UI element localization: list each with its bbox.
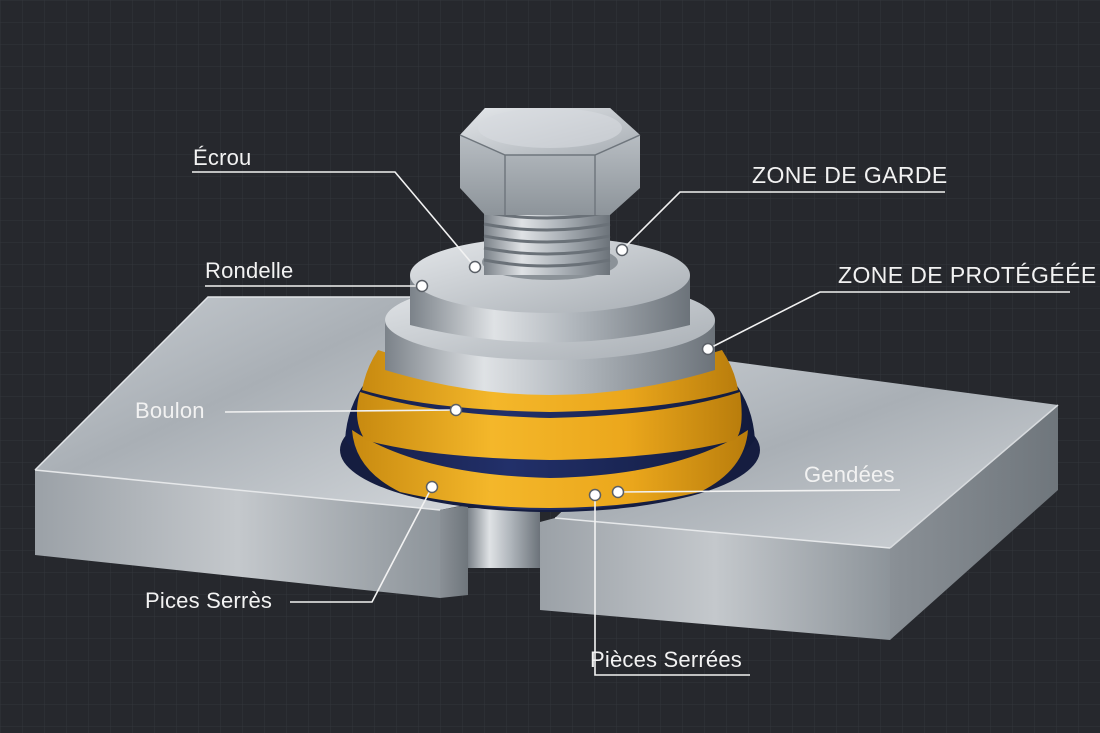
dot-rondelle [415, 279, 429, 293]
threaded-shank [483, 205, 611, 275]
dot-gendees [611, 485, 625, 499]
label-pices-serres: Pices Serrès [145, 588, 273, 613]
leader-lines [192, 171, 1070, 676]
dot-zone-garde [615, 243, 629, 257]
bolt-shank [468, 508, 540, 568]
leader-boulon [224, 409, 457, 413]
label-pieces-serrees: Pièces Serrées [590, 647, 742, 672]
label-zone-de-garde: ZONE DE GARDE [752, 162, 948, 188]
dot-ecrou [468, 260, 482, 274]
label-boulon: Boulon [135, 398, 205, 423]
label-gendees: Gendées [804, 462, 895, 487]
dot-zone-protegee [701, 342, 715, 356]
washer-stack [385, 237, 715, 395]
dot-pieces-serrees [588, 488, 602, 502]
dot-boulon [449, 403, 463, 417]
leader-zone-garde [621, 191, 945, 251]
leader-zone-protegee [707, 291, 1070, 350]
hex-bolt-head [459, 108, 641, 215]
label-rondelle: Rondelle [205, 258, 294, 283]
leader-pices-serres [290, 486, 433, 603]
label-zone-de-protegee: ZONE DE PROTÉGÉÉE [838, 262, 1097, 288]
label-ecrou: Écrou [193, 145, 252, 170]
leader-gendees [617, 489, 901, 493]
dot-pices-serres [425, 480, 439, 494]
pointer-dots [415, 243, 715, 502]
leader-ecrou [192, 171, 476, 268]
leader-pieces-serrees [594, 495, 750, 676]
